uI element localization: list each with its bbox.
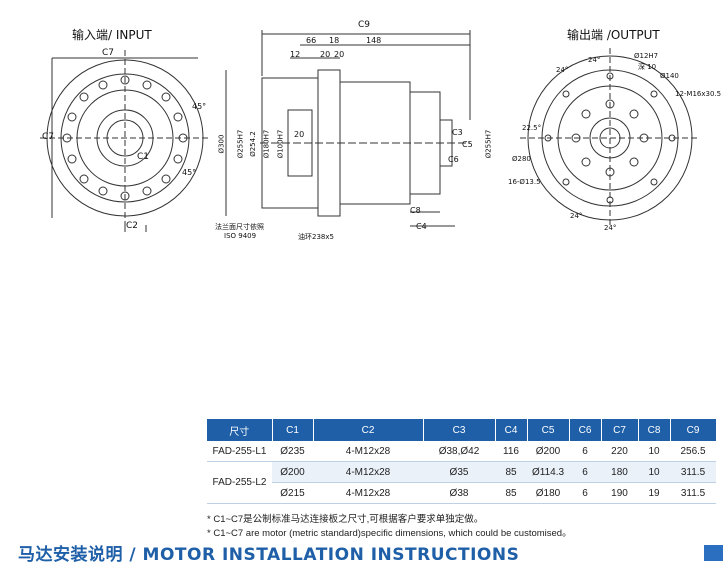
output-holes: 16-Ø13.5 [508,178,541,186]
table-cell: 6 [569,482,601,504]
table-header: C8 [638,419,671,441]
table-row: FAD-255-L1 Ø235 4-M12x28 Ø38,Ø42 116 Ø20… [207,441,716,462]
output-dia140: Ø140 [660,72,679,80]
spec-table: 尺寸 C1 C2 C3 C4 C5 C6 C7 C8 C9 FAD-255-L1… [207,419,717,504]
side-c8: C8 [410,206,421,215]
table-cell: Ø35 [423,461,495,483]
table-cell: 311.5 [670,461,716,483]
drawing-svg [40,30,700,232]
table-cell: 10 [638,461,670,483]
output-angle-b: 24° [588,56,601,64]
side-c3: C3 [452,128,463,137]
side-d20c: 20 [294,130,305,139]
table-cell: 220 [601,441,638,462]
input-c1: C1 [137,152,150,162]
table-cell: Ø38 [423,482,495,504]
table-header: C3 [423,419,496,441]
output-deep10: 深 10 [638,63,657,71]
side-d20a: 20 [320,50,331,59]
side-dia180: Ø180H7 [262,129,271,159]
side-c5: C5 [462,140,473,149]
side-dia100: Ø100H7 [276,129,285,159]
table-cell: 4-M12x28 [313,482,423,504]
table-cell: Ø180 [527,482,569,504]
table-header: C2 [313,419,424,441]
note-en: * C1~C7 are motor (metric standard)speci… [207,528,572,539]
table-cell: 19 [638,482,670,504]
table-header: C6 [569,419,602,441]
note-zh: * C1~C7是公制标准马达连接板之尺寸,可根据客户要求单独定做。 [207,514,484,525]
table-header: C1 [272,419,314,441]
table-cell: Ø200 [272,461,313,483]
input-c2: C2 [126,221,139,231]
side-note-flange: 法兰面尺寸依照 [215,223,264,231]
table-header: C4 [495,419,528,441]
table-cell: 6 [569,441,601,462]
section-title: 马达安装说明 / MOTOR INSTALLATION INSTRUCTIONS [18,545,520,565]
output-angle-c: 24° [570,212,583,220]
table-cell: 180 [601,461,638,483]
table-cell: 4-M12x28 [313,441,423,462]
table-cell: 116 [495,441,527,462]
corner-tab[interactable] [704,545,723,561]
table-row: Ø215 4-M12x28 Ø38 85 Ø180 6 190 19 311.5 [207,482,716,504]
side-d18: 18 [329,36,340,45]
side-c9: C9 [358,20,371,30]
side-d148: 148 [366,36,382,45]
input-c7-top: C7 [102,48,115,58]
input-c7-side: C7 [42,132,55,142]
table-header: 尺寸 [207,419,273,441]
technical-drawing: 输入端/ INPUT C7 C7 C1 C2 45° 45° C9 66 18 … [0,0,723,250]
table-cell: 10 [638,441,670,462]
table-cell: 85 [495,482,527,504]
input-view [40,50,210,232]
output-dia280: Ø280 [512,155,531,163]
output-angle-a: 24° [556,66,569,74]
table-cell: 85 [495,461,527,483]
table-header: C7 [601,419,639,441]
side-dia255b: Ø255H7 [484,129,493,159]
side-note-oring: 油环238x5 [298,233,334,241]
input-label: 输入端/ INPUT [72,28,152,42]
table-header-row: 尺寸 C1 C2 C3 C4 C5 C6 C7 C8 C9 [207,419,717,441]
output-m16: 12-M16x30.5 [675,90,722,98]
table-cell: Ø235 [272,441,313,462]
table-cell: 190 [601,482,638,504]
table-cell: 4-M12x28 [313,461,423,483]
side-note-iso: ISO 9409 [224,232,257,240]
table-cell: FAD-255-L2 [207,461,272,504]
table-cell: FAD-255-L1 [207,441,272,462]
table-cell: Ø215 [272,482,313,504]
table-cell: Ø114.3 [527,461,569,483]
side-d20b: 20 [334,50,345,59]
table-cell: 256.5 [670,441,716,462]
side-view [225,30,471,227]
output-angle-e: 22.5° [522,124,542,132]
output-dia12: Ø12H7 [634,52,659,60]
side-c6: C6 [448,155,459,164]
table-row: FAD-255-L2 Ø200 4-M12x28 Ø35 85 Ø114.3 6… [207,461,716,504]
output-view [520,48,700,228]
output-label: 输出端 /OUTPUT [567,28,660,42]
input-angle-b: 45° [182,168,197,177]
side-dia254: Ø254.2 [248,131,257,157]
table-cell: Ø38,Ø42 [423,441,495,462]
side-c4: C4 [416,222,427,231]
table-cell: Ø200 [527,441,569,462]
side-d66: 66 [306,36,317,45]
notes: * C1~C7是公制标准马达连接板之尺寸,可根据客户要求单独定做。 * C1~C… [207,513,572,541]
table-header: C9 [670,419,717,441]
side-dia300: Ø300 [217,134,226,154]
output-angle-d: 24° [604,224,617,232]
side-d12: 12 [290,50,301,59]
input-angle-a: 45° [192,102,207,111]
table-cell: 311.5 [670,482,716,504]
table-cell: 6 [569,461,601,483]
table-header: C5 [527,419,570,441]
side-dia255: Ø255H7 [236,129,245,159]
